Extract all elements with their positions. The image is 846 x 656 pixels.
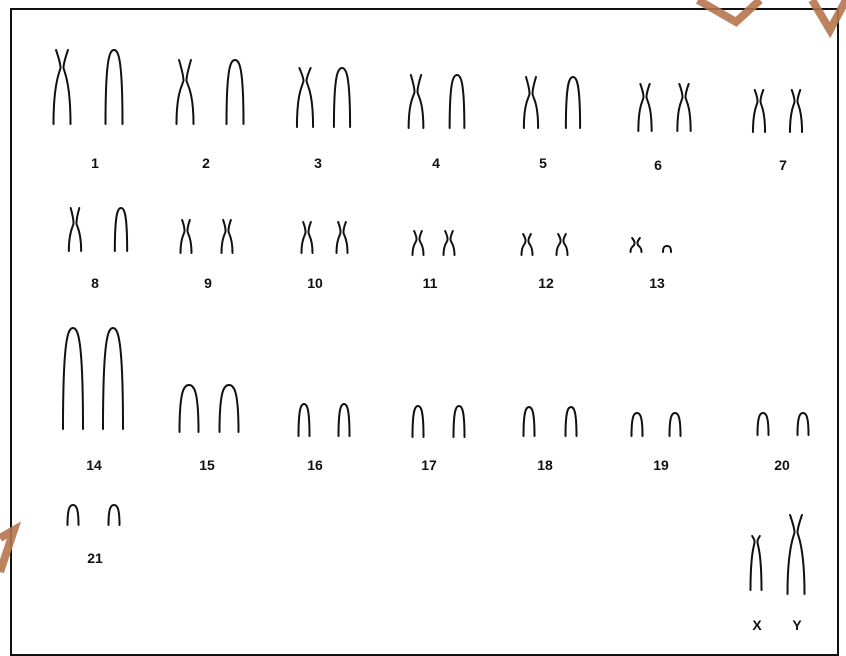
chromosome-label-21: 21 <box>87 550 103 566</box>
chromosome-label-17: 17 <box>421 457 437 473</box>
chromosome-label-16: 16 <box>307 457 323 473</box>
chromosome-14-2 <box>103 328 123 429</box>
chromosome-17-1 <box>413 406 424 437</box>
chromosome-label-y: Y <box>792 617 801 633</box>
chromosome-9-2 <box>222 220 233 253</box>
chromosome-pair-8 <box>69 208 127 251</box>
chromosome-pair-10 <box>302 222 348 253</box>
chromosome-pair-7 <box>753 90 802 132</box>
chromosome-pair-2 <box>177 60 244 124</box>
chromosome-2-1 <box>177 60 194 124</box>
chromosome-pair-12 <box>522 234 568 255</box>
chromosome-pair-14 <box>63 328 123 429</box>
chromosome-21-2 <box>109 505 120 525</box>
chromosome-11-1 <box>413 231 424 255</box>
chromosome-label-5: 5 <box>539 155 547 171</box>
chromosome-pair-19 <box>632 413 681 436</box>
chromosome-pair-x <box>751 536 762 590</box>
chromosome-11-2 <box>444 231 455 255</box>
chromosome-4-1 <box>409 75 424 128</box>
chromosome-pair-5 <box>524 77 580 128</box>
chromosome-19-2 <box>670 413 681 436</box>
chromosome-y-1 <box>788 515 805 594</box>
chromosome-label-15: 15 <box>199 457 215 473</box>
chromosome-label-19: 19 <box>653 457 669 473</box>
chromosome-18-2 <box>566 407 577 436</box>
chromosome-6-1 <box>638 84 651 131</box>
chromosome-pair-4 <box>409 75 465 128</box>
chromosome-5-1 <box>524 77 538 128</box>
chromosome-12-1 <box>522 234 533 255</box>
chromosome-19-1 <box>632 413 643 436</box>
chromosome-3-1 <box>297 68 313 127</box>
chromosome-3-2 <box>334 68 350 127</box>
chromosome-label-7: 7 <box>779 157 787 173</box>
chromosome-6-2 <box>677 84 690 131</box>
chromosome-8-1 <box>69 208 81 251</box>
chromosome-pair-y <box>788 515 805 594</box>
chromosome-label-11: 11 <box>423 275 438 291</box>
chromosome-label-18: 18 <box>537 457 553 473</box>
chromosome-label-20: 20 <box>774 457 790 473</box>
chromosome-pair-13 <box>631 238 672 252</box>
chromosome-10-1 <box>302 222 313 253</box>
chromosome-10-2 <box>337 222 348 253</box>
chromosome-13-1 <box>631 238 642 252</box>
chromosome-pair-20 <box>758 413 809 435</box>
chromosome-label-1: 1 <box>91 155 99 171</box>
chromosome-18-1 <box>524 407 535 436</box>
chromosome-label-9: 9 <box>204 275 212 291</box>
chromosome-17-2 <box>454 406 465 437</box>
chromosome-label-14: 14 <box>86 457 102 473</box>
chromosome-label-6: 6 <box>654 157 662 173</box>
chromosome-label-10: 10 <box>307 275 323 291</box>
chromosome-14-1 <box>63 328 83 429</box>
chromosome-20-1 <box>758 413 769 435</box>
chromosome-pair-16 <box>299 404 350 436</box>
chromosome-5-2 <box>566 77 580 128</box>
chromosome-1-1 <box>54 50 71 124</box>
chromosome-2-2 <box>227 60 244 124</box>
chromosome-pair-6 <box>638 84 690 131</box>
chromosome-pair-17 <box>413 406 465 437</box>
chromosome-1-2 <box>106 50 123 124</box>
chromosome-label-2: 2 <box>202 155 210 171</box>
chromosome-12-2 <box>557 234 568 255</box>
chromosome-label-8: 8 <box>91 275 99 291</box>
chromosome-pair-18 <box>524 407 577 436</box>
chromosome-7-2 <box>790 90 802 132</box>
chromosome-label-3: 3 <box>314 155 322 171</box>
chromosome-8-2 <box>115 208 127 251</box>
chromosome-9-1 <box>181 220 192 253</box>
chromosome-label-12: 12 <box>538 275 554 291</box>
chromosome-label-4: 4 <box>432 155 440 171</box>
chromosome-4-2 <box>450 75 465 128</box>
chromosome-16-1 <box>299 404 310 436</box>
chromosome-x-1 <box>751 536 762 590</box>
chromosome-pair-1 <box>54 50 123 124</box>
chromosome-21-1 <box>68 505 79 525</box>
chromosome-label-13: 13 <box>649 275 665 291</box>
chromosome-label-x: X <box>752 617 761 633</box>
chromosome-15-1 <box>180 385 199 432</box>
chromosome-pair-9 <box>181 220 233 253</box>
chromosome-pair-3 <box>297 68 350 127</box>
chromosome-pair-11 <box>413 231 455 255</box>
chromosome-13-2 <box>663 246 671 252</box>
chromosome-7-1 <box>753 90 765 132</box>
chromosome-pair-15 <box>180 385 239 432</box>
chromosome-20-2 <box>798 413 809 435</box>
chromosome-15-2 <box>220 385 239 432</box>
chromosome-pair-21 <box>68 505 120 525</box>
chromosome-16-2 <box>339 404 350 436</box>
